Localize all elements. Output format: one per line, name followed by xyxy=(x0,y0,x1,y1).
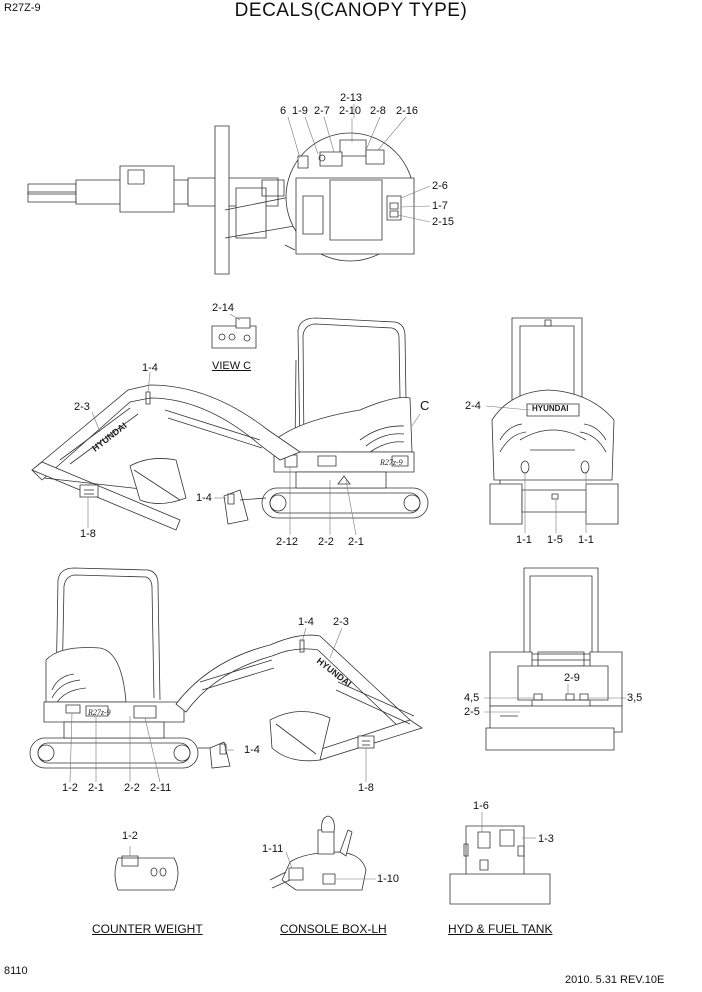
top-view xyxy=(28,126,414,274)
label-6: 6 xyxy=(280,105,287,117)
label-2-16: 2-16 xyxy=(396,105,419,117)
left-side-leaders xyxy=(88,372,420,535)
callout-c: C xyxy=(420,398,430,413)
view-c-detail xyxy=(212,314,256,348)
label-1-9: 1-9 xyxy=(292,105,308,117)
label-1-4-blade-right: 1-4 xyxy=(244,744,260,756)
top-view-leaders xyxy=(288,104,430,222)
label-2-1: 2-1 xyxy=(348,536,364,548)
label-2-9: 2-9 xyxy=(564,672,580,684)
label-2-11: 2-11 xyxy=(150,782,172,794)
left-side-view xyxy=(32,318,428,530)
label-1-1-left: 1-1 xyxy=(516,534,532,546)
label-2-2: 2-2 xyxy=(318,536,334,548)
label-1-2: 1-2 xyxy=(62,782,78,794)
label-1-8-right: 1-8 xyxy=(358,782,374,794)
console-box-detail xyxy=(270,816,376,890)
label-1-6: 1-6 xyxy=(473,800,489,812)
label-2-6: 2-6 xyxy=(432,180,448,192)
label-2-10: 2-10 xyxy=(339,105,362,117)
front-view-leaders xyxy=(484,684,626,712)
label-1-5: 1-5 xyxy=(547,534,563,546)
label-1-7: 1-7 xyxy=(432,200,448,212)
counter-weight-detail xyxy=(115,846,178,890)
label-1-4-blade: 1-4 xyxy=(196,492,212,504)
page-number: 8110 xyxy=(4,965,28,977)
label-2-13: 2-13 xyxy=(340,92,363,104)
label-1-10: 1-10 xyxy=(377,873,400,885)
rear-view-leaders xyxy=(486,406,586,533)
label-1-8: 1-8 xyxy=(80,528,96,540)
hyd-fuel-tank-caption: HYD & FUEL TANK xyxy=(448,922,553,936)
label-3-5: 3,5 xyxy=(627,692,643,704)
label-2-15: 2-15 xyxy=(432,216,455,228)
label-2-3-boom: 2-3 xyxy=(333,616,349,628)
revision-stamp: 2010. 5.31 REV.10E xyxy=(565,974,665,986)
label-2-7: 2-7 xyxy=(314,105,330,117)
view-c-caption: VIEW C xyxy=(212,360,252,372)
right-side-leaders xyxy=(70,628,366,782)
label-1-4-boom: 1-4 xyxy=(298,616,314,628)
label-1-4: 1-4 xyxy=(142,362,158,374)
label-1-1-right: 1-1 xyxy=(578,534,594,546)
model-code: R27Z-9 xyxy=(4,2,41,14)
label-1-11: 1-11 xyxy=(262,843,284,855)
front-view xyxy=(486,568,622,750)
label-2-3: 2-3 xyxy=(74,401,90,413)
label-1-2-detail: 1-2 xyxy=(122,830,138,842)
model-badge-left: R27z-9 xyxy=(379,458,403,467)
label-2-14: 2-14 xyxy=(212,302,235,314)
rear-view xyxy=(490,318,618,524)
hyundai-decal-rear: HYUNDAI xyxy=(532,404,568,413)
label-2-2-right: 2-2 xyxy=(124,782,140,794)
model-badge-right: R27z-9 xyxy=(87,708,111,717)
counter-weight-caption: COUNTER WEIGHT xyxy=(92,922,203,936)
right-side-view xyxy=(30,568,422,768)
label-2-1-right: 2-1 xyxy=(88,782,104,794)
page-title: DECALS(CANOPY TYPE) xyxy=(234,0,468,21)
label-1-3: 1-3 xyxy=(538,833,554,845)
label-2-12: 2-12 xyxy=(276,536,299,548)
console-box-caption: CONSOLE BOX-LH xyxy=(280,922,387,936)
hyd-fuel-tank-detail xyxy=(450,812,550,904)
label-2-4: 2-4 xyxy=(465,400,481,412)
label-2-5: 2-5 xyxy=(464,706,480,718)
label-2-8: 2-8 xyxy=(370,105,386,117)
label-4-5: 4,5 xyxy=(464,692,480,704)
